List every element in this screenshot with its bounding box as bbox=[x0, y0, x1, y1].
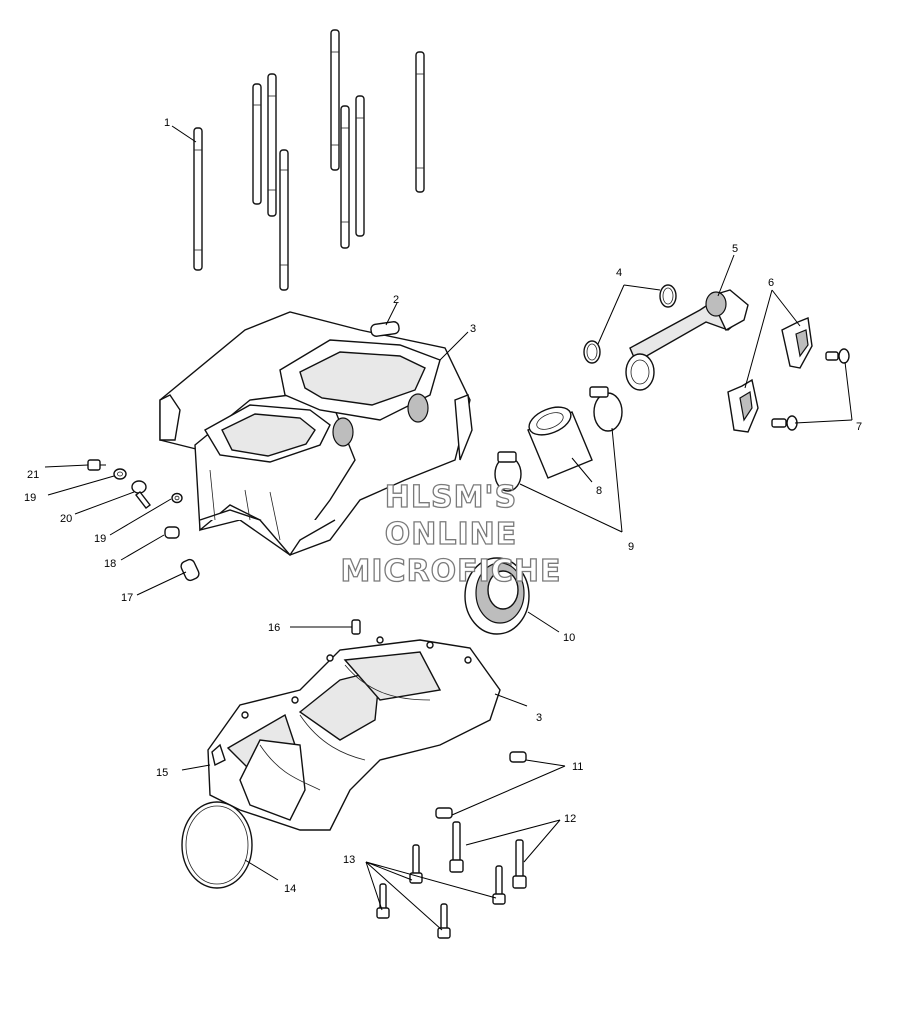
callout-20: 20 bbox=[60, 513, 72, 525]
callout-labels: 1 2 3 4 5 6 7 8 9 10 11 12 13 14 15 16 3… bbox=[24, 117, 862, 895]
stud bbox=[355, 95, 365, 237]
callout-18: 18 bbox=[104, 558, 116, 570]
sleeve-17 bbox=[180, 558, 200, 582]
callout-13: 13 bbox=[343, 854, 355, 866]
leader-lines bbox=[44, 125, 853, 931]
washer-19-upper bbox=[113, 468, 127, 480]
callout-1: 1 bbox=[164, 117, 170, 129]
callout-14: 14 bbox=[284, 883, 296, 895]
upper-crankcase bbox=[159, 311, 473, 557]
callout-19-upper: 19 bbox=[24, 492, 36, 504]
clip-6-lower bbox=[727, 378, 759, 433]
crankcase-studs bbox=[193, 29, 425, 291]
callout-4: 4 bbox=[616, 267, 622, 279]
watermark: HLSM'S ONLINE MICROFICHE bbox=[340, 479, 562, 589]
plug-18 bbox=[164, 526, 180, 539]
snap-ring-14 bbox=[181, 801, 253, 889]
o-ring-upper bbox=[659, 284, 677, 308]
bolt-13-b bbox=[492, 865, 506, 905]
washer-19-lower bbox=[171, 492, 183, 504]
callout-12: 12 bbox=[564, 813, 576, 825]
stud bbox=[279, 149, 289, 291]
sensor-20 bbox=[131, 480, 151, 509]
bolt-13-d bbox=[437, 903, 451, 939]
clamp-upper bbox=[589, 386, 623, 432]
callout-9: 9 bbox=[628, 541, 634, 553]
bolt-12-right bbox=[512, 839, 527, 889]
bolt-13-c bbox=[376, 883, 390, 919]
pin-7-lower bbox=[771, 415, 798, 431]
dowel-pin bbox=[370, 321, 400, 337]
callout-3-upper: 3 bbox=[470, 323, 476, 335]
callout-5: 5 bbox=[732, 243, 738, 255]
pin-7-upper bbox=[825, 348, 850, 364]
bolt-21 bbox=[87, 459, 106, 471]
watermark-line-2: ONLINE bbox=[385, 517, 518, 552]
callout-16: 16 bbox=[268, 622, 280, 634]
callout-7: 7 bbox=[856, 421, 862, 433]
callout-11: 11 bbox=[572, 761, 583, 773]
stud bbox=[193, 127, 203, 271]
callout-17: 17 bbox=[121, 592, 133, 604]
watermark-line-1: HLSM'S bbox=[385, 480, 517, 515]
pin-11-upper bbox=[509, 751, 527, 763]
stud bbox=[415, 51, 425, 193]
callout-10: 10 bbox=[563, 632, 575, 644]
callout-3-lower: 3 bbox=[536, 712, 542, 724]
lower-crankcase bbox=[207, 619, 501, 831]
callout-8: 8 bbox=[596, 485, 602, 497]
stud bbox=[330, 29, 340, 171]
callout-21: 21 bbox=[27, 469, 39, 481]
hose-8 bbox=[527, 406, 593, 479]
watermark-line-3: MICROFICHE bbox=[341, 554, 562, 589]
callout-6: 6 bbox=[768, 277, 774, 289]
stud bbox=[267, 73, 277, 217]
callout-15: 15 bbox=[156, 767, 168, 779]
bolt-12-left bbox=[449, 821, 464, 873]
oil-seal-10 bbox=[464, 557, 530, 635]
callout-19-lower: 19 bbox=[94, 533, 106, 545]
pin-11-lower bbox=[435, 807, 453, 819]
clip-6-upper bbox=[781, 317, 813, 369]
o-ring-lower bbox=[583, 340, 601, 364]
intake-elbow bbox=[625, 289, 749, 391]
clamp-lower bbox=[494, 451, 522, 492]
stud bbox=[252, 83, 262, 205]
stud bbox=[340, 105, 350, 249]
callout-2: 2 bbox=[393, 294, 399, 306]
bolt-13-a bbox=[409, 844, 423, 884]
